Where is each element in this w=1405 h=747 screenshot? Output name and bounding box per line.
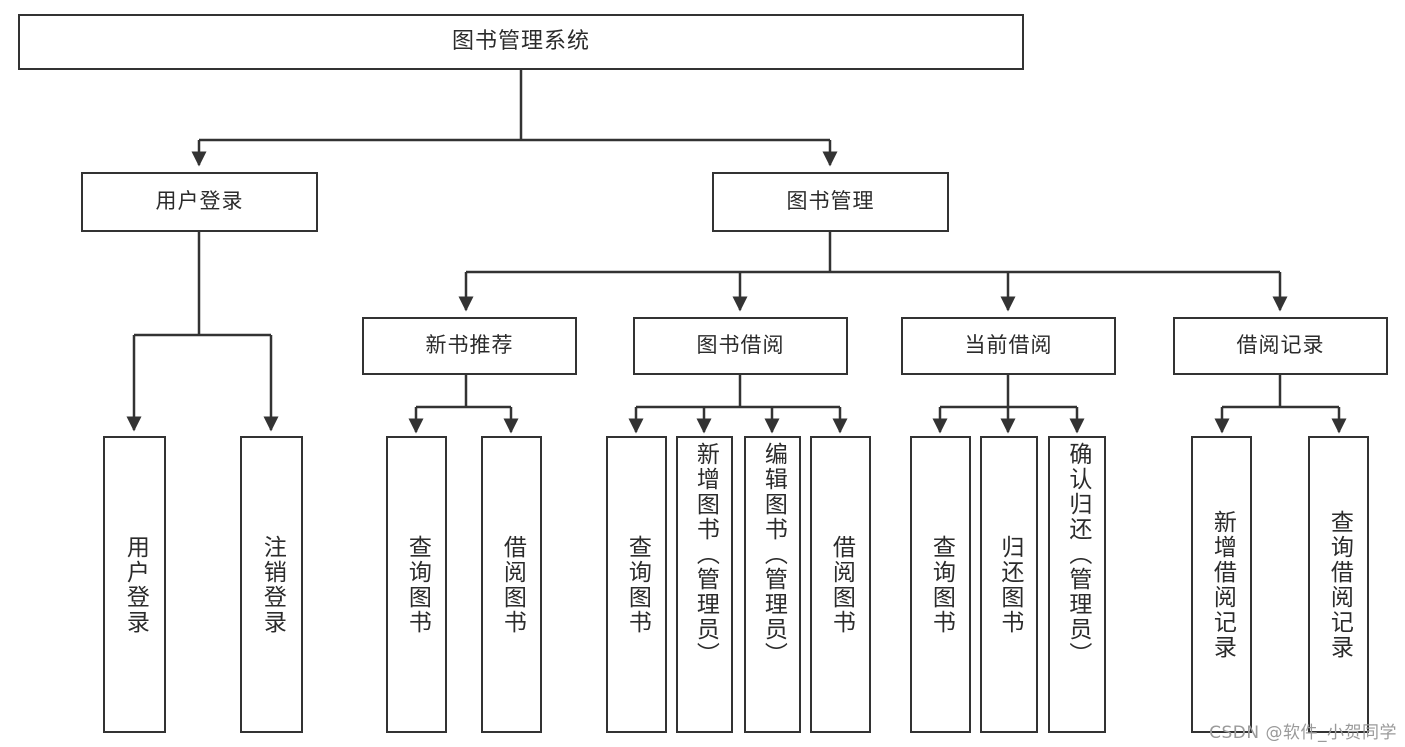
leaf-query-book-3[interactable]: 查询图书 (910, 436, 971, 733)
leaf-edit-book-label: 编辑图书（管理员） (760, 442, 787, 667)
node-root[interactable]: 图书管理系统 (18, 14, 1024, 70)
leaf-borrow-book-2-label: 借阅图书 (828, 534, 855, 635)
watermark: CSDN @软件_小贺同学 (1209, 723, 1397, 743)
leaf-logout-label: 注销登录 (259, 534, 286, 635)
node-user-login[interactable]: 用户登录 (81, 172, 318, 232)
leaf-confirm-return[interactable]: 确认归还（管理员） (1048, 436, 1106, 733)
node-book-management[interactable]: 图书管理 (712, 172, 949, 232)
leaf-query-book-3-label: 查询图书 (928, 534, 955, 635)
leaf-return-book-label: 归还图书 (996, 534, 1023, 635)
leaf-add-book[interactable]: 新增图书（管理员） (676, 436, 733, 733)
leaf-borrow-book-2[interactable]: 借阅图书 (810, 436, 871, 733)
leaf-borrow-book-1-label: 借阅图书 (499, 534, 526, 635)
node-current-borrow[interactable]: 当前借阅 (901, 317, 1116, 375)
leaf-borrow-book-1[interactable]: 借阅图书 (481, 436, 542, 733)
leaf-edit-book[interactable]: 编辑图书（管理员） (744, 436, 801, 733)
leaf-add-book-label: 新增图书（管理员） (692, 442, 719, 667)
node-book-management-label: 图书管理 (786, 189, 875, 214)
leaf-query-book-1-label: 查询图书 (404, 534, 431, 635)
node-borrow-record-label: 借阅记录 (1236, 333, 1325, 358)
node-borrow-record[interactable]: 借阅记录 (1173, 317, 1388, 375)
leaf-user-login[interactable]: 用户登录 (103, 436, 166, 733)
leaf-add-record[interactable]: 新增借阅记录 (1191, 436, 1252, 733)
leaf-return-book[interactable]: 归还图书 (980, 436, 1038, 733)
leaf-query-record[interactable]: 查询借阅记录 (1308, 436, 1369, 733)
leaf-add-record-label: 新增借阅记录 (1209, 509, 1236, 660)
leaf-query-book-2-label: 查询图书 (624, 534, 651, 635)
node-book-borrow-label: 图书借阅 (696, 333, 785, 358)
leaf-query-book-2[interactable]: 查询图书 (606, 436, 667, 733)
node-user-login-label: 用户登录 (155, 189, 244, 214)
node-new-book-recommend[interactable]: 新书推荐 (362, 317, 577, 375)
leaf-query-book-1[interactable]: 查询图书 (386, 436, 447, 733)
node-root-label: 图书管理系统 (451, 28, 590, 54)
node-new-book-recommend-label: 新书推荐 (425, 333, 514, 358)
leaf-user-login-label: 用户登录 (122, 534, 149, 635)
node-current-borrow-label: 当前借阅 (964, 333, 1053, 358)
leaf-confirm-return-label: 确认归还（管理员） (1064, 442, 1091, 667)
node-book-borrow[interactable]: 图书借阅 (633, 317, 848, 375)
leaf-logout[interactable]: 注销登录 (240, 436, 303, 733)
leaf-query-record-label: 查询借阅记录 (1326, 509, 1353, 660)
